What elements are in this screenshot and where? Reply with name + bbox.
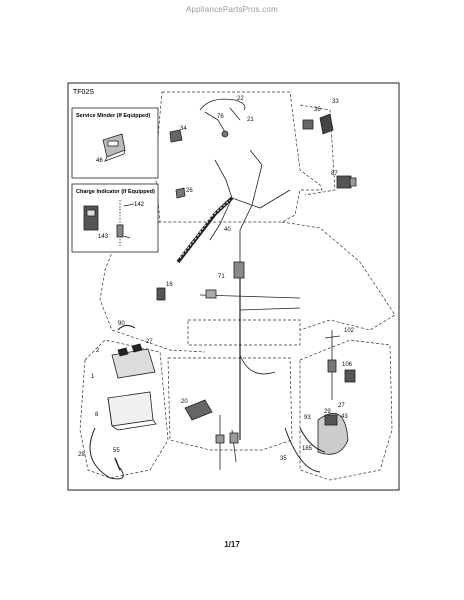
callout-29: 29 [324, 409, 331, 415]
callout-35: 35 [280, 456, 287, 462]
callout-34: 34 [180, 126, 187, 132]
diagram-frame [67, 82, 400, 491]
charge-indicator-part [83, 200, 135, 246]
callout-2: 2 [96, 348, 100, 354]
inset-charge-part-142: 142 [134, 202, 145, 208]
callout-16: 16 [166, 282, 173, 288]
callout-21: 21 [247, 117, 254, 123]
callout-90: 90 [118, 321, 125, 327]
callout-93: 93 [304, 415, 311, 421]
inset-service-title: Service Minder (If Equipped) [76, 113, 150, 119]
callout-40: 40 [224, 227, 231, 233]
callout-87: 87 [331, 171, 338, 177]
callout-28: 28 [78, 452, 85, 458]
callout-27a: 27 [146, 339, 153, 345]
inset-charge-title: Charge Indicator (If Equipped) [76, 189, 155, 195]
harness-parts [89, 98, 357, 480]
callout-71: 71 [218, 274, 225, 280]
inset-charge-part-143: 143 [98, 234, 109, 240]
callout-43: 43 [341, 414, 348, 420]
callout-55: 55 [113, 448, 120, 454]
watermark-text: AppliancePartsPros.com [186, 5, 278, 14]
inset-service-part: 46 [96, 158, 103, 164]
callout-22: 22 [237, 96, 244, 102]
callout-106: 106 [342, 362, 353, 368]
callout-26: 26 [186, 188, 193, 194]
callout-20: 20 [181, 399, 188, 405]
callout-33: 33 [332, 99, 339, 105]
callout-102: 102 [344, 328, 355, 334]
page-number: 1/17 [224, 540, 240, 549]
callout-27b: 27 [338, 403, 345, 409]
service-minder-part [102, 133, 126, 162]
diagram-code: TF02S [73, 89, 94, 96]
callout-76: 76 [217, 114, 224, 120]
callout-185: 185 [302, 446, 313, 452]
callout-1: 1 [91, 374, 95, 380]
callout-8: 8 [95, 412, 99, 418]
callout-36: 36 [314, 107, 321, 113]
